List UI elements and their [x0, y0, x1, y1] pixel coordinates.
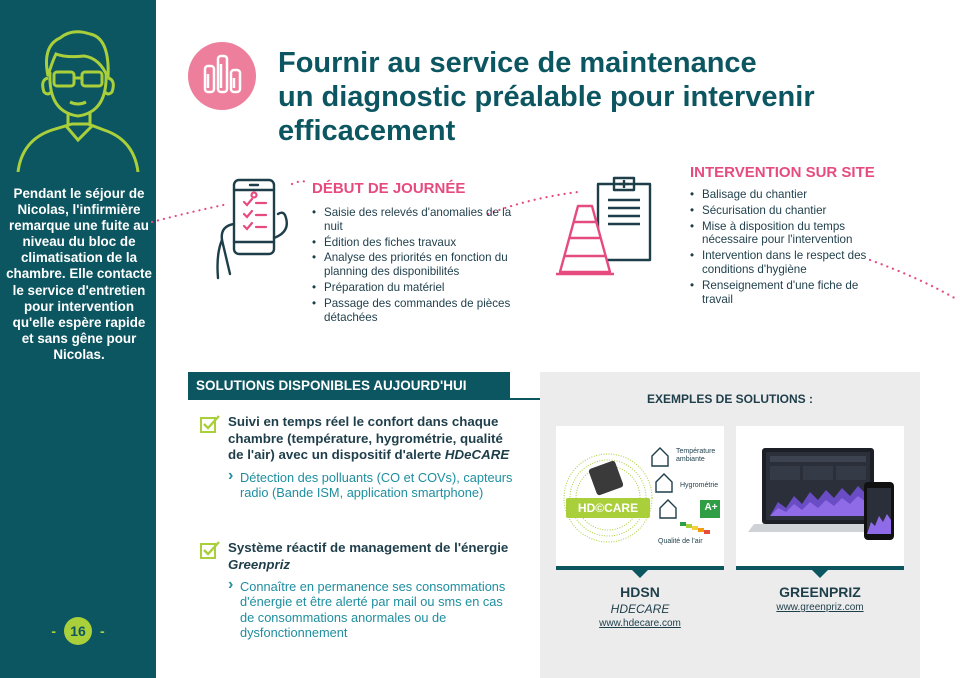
hdecare-label-air: Qualité de l'air	[658, 538, 703, 545]
solution-item-greenpriz: Système réactif de management de l'énerg…	[200, 540, 520, 640]
hdecare-label-temperature: Température ambiante	[676, 448, 716, 463]
hdecare-card-bar	[556, 566, 724, 570]
examples-panel: EXEMPLES DE SOLUTIONS : HD©CARE Températ…	[540, 372, 920, 678]
smartphone-checklist-icon	[216, 178, 288, 280]
title-line-2: un diagnostic préalable pour intervenir	[278, 81, 815, 113]
bar-chart-icon	[188, 42, 256, 110]
page-title: Fournir au service de maintenance un dia…	[278, 46, 918, 148]
greenpriz-card-bar	[736, 566, 904, 570]
list-item: Saisie des relevés d'anomalies de la nui…	[312, 206, 524, 234]
checkbox-icon	[200, 415, 220, 433]
list-item: Analyse des priorités en fonction du pla…	[312, 251, 524, 279]
list-item: Renseignement d'une fiche de travail	[690, 279, 890, 307]
solution-hdecare-detail: Détection des polluants (CO et COVs), ca…	[228, 468, 520, 500]
solution-hdecare-text: Suivi en temps réel le confort dans chaq…	[228, 414, 503, 463]
page-dash-right: -	[100, 623, 105, 639]
nicolas-story-text: Pendant le séjour de Nicolas, l'infirmiè…	[6, 186, 152, 362]
hdecare-card-pointer	[632, 570, 648, 578]
dotted-connector	[150, 180, 960, 302]
greenpriz-name: GREENPRIZ	[779, 584, 861, 600]
hdsn-url-link[interactable]: www.hdecare.com	[599, 618, 681, 629]
solution-item-hdecare: Suivi en temps réel le confort dans chaq…	[200, 414, 520, 500]
title-line-1: Fournir au service de maintenance	[278, 47, 757, 79]
list-item: Balisage du chantier	[690, 188, 890, 202]
list-item: Mise à disposition du temps nécessaire p…	[690, 220, 890, 248]
hdsn-product: HDECARE	[610, 602, 670, 616]
examples-title: EXEMPLES DE SOLUTIONS :	[646, 392, 814, 406]
solution-greenpriz-brand: Greenpriz	[228, 556, 291, 572]
nicolas-portrait-icon	[0, 0, 156, 172]
debut-heading: DÉBUT DE JOURNÉE	[312, 180, 466, 197]
intervention-heading: INTERVENTION SUR SITE	[690, 164, 875, 181]
greenpriz-brand: GREENPRIZ www.greenpriz.com	[736, 584, 904, 613]
hdsn-brand: HDSN HDECARE www.hdecare.com	[556, 584, 724, 629]
hdecare-label-hygrometrie: Hygrométrie	[680, 482, 719, 489]
title-line-3: efficacement	[278, 115, 456, 147]
list-item: Passage des commandes de pièces détachée…	[312, 297, 524, 325]
debut-list: Saisie des relevés d'anomalies de la nui…	[312, 206, 524, 326]
checkbox-icon	[200, 541, 220, 559]
hdecare-product-image: HD©CARE Température ambiante Hygrométrie…	[556, 426, 724, 566]
greenpriz-product-image	[736, 426, 904, 566]
solution-greenpriz-detail: Connaître en permanence ses consommation…	[228, 577, 520, 640]
page-dash-left: -	[51, 623, 56, 639]
solution-greenpriz-text: Système réactif de management de l'énerg…	[228, 540, 509, 555]
hdecare-logo-text: HD©CARE	[577, 501, 639, 515]
list-item: Édition des fiches travaux	[312, 236, 524, 250]
intervention-list: Balisage du chantier Sécurisation du cha…	[690, 188, 890, 308]
solutions-heading: SOLUTIONS DISPONIBLES AUJOURD'HUI	[188, 372, 510, 398]
hdecare-rating: A+	[704, 502, 718, 513]
greenpriz-url-link[interactable]: www.greenpriz.com	[776, 602, 864, 613]
page-number-row: - 16 -	[0, 616, 156, 646]
page-number: 16	[64, 617, 92, 645]
greenpriz-card-pointer	[812, 570, 828, 578]
sidebar: Pendant le séjour de Nicolas, l'infirmiè…	[0, 0, 156, 678]
list-item: Préparation du matériel	[312, 281, 524, 295]
cone-clipboard-icon	[556, 176, 652, 276]
solution-hdecare-brand: HDeCARE	[444, 447, 510, 463]
list-item: Sécurisation du chantier	[690, 204, 890, 218]
hdsn-name: HDSN	[620, 584, 660, 600]
list-item: Intervention dans le respect des conditi…	[690, 249, 890, 277]
